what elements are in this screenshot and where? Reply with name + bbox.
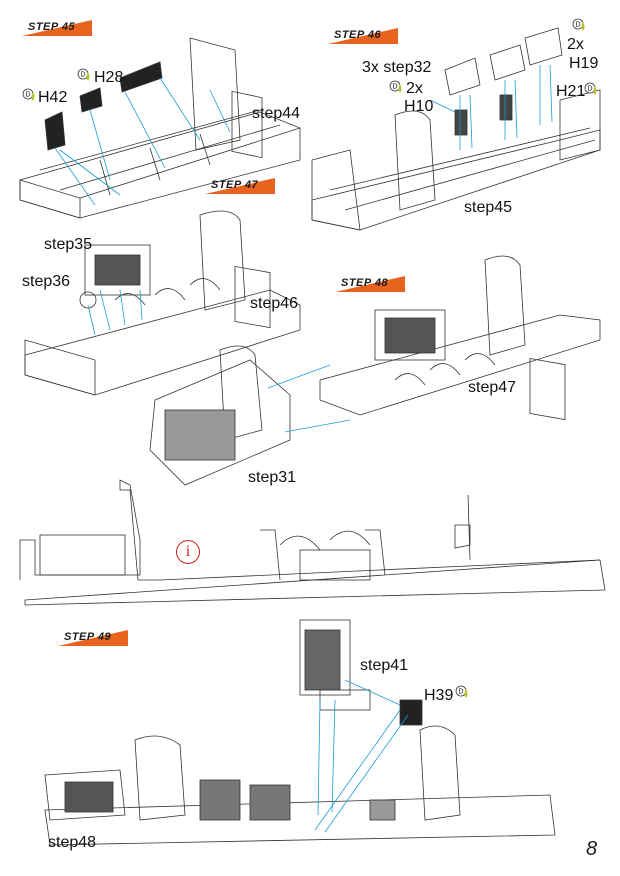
step-46-badge-text: STEP 46 [334,29,382,41]
step-ref-step47: step47 [468,379,517,396]
step-ref-step35: step35 [44,236,93,253]
step-ref-step36: step36 [22,273,71,290]
step46-guides [429,64,553,150]
side-view-assembly [19,479,606,606]
step46-fuselage [311,27,601,231]
svg-text:D: D [458,689,463,696]
step-ref-step41: step41 [360,657,409,674]
page-number: 8 [586,838,598,860]
step-48-badge: STEP 48 [335,276,405,292]
qty-h19: 2x [567,36,584,53]
paint-drop-icon: D [389,80,402,93]
qty-step32: 3x step32 [362,59,432,76]
step45-guides [54,77,231,206]
step47-fuselage [24,210,301,396]
svg-text:D: D [25,92,30,99]
svg-text:D: D [392,84,397,91]
step-ref-step45: step45 [464,199,513,216]
step49-fuselage [44,619,556,846]
step-45-badge-text: STEP 45 [28,21,76,33]
svg-text:D: D [80,72,85,79]
step45-fuselage [19,37,301,219]
paint-drop-icon: D [22,88,35,101]
step-ref-step44: step44 [252,105,301,122]
step-47-badge-text: STEP 47 [211,179,259,191]
svg-text:D: D [587,86,592,93]
step-ref-step48: step48 [48,834,97,851]
part-label-h39: H39 [424,687,454,704]
step-49-badge-text: STEP 49 [64,631,112,643]
step49-guides [314,679,409,833]
svg-text:D: D [575,22,580,29]
paint-drop-icon: D [455,685,468,698]
paint-drop-icon: D [572,18,585,31]
part-label-h28: H28 [94,69,124,86]
step-45-badge: STEP 45 [22,20,92,36]
step-ref-step46: step46 [250,295,299,312]
step48-fuselage [149,255,601,486]
info-icon: i [176,540,200,564]
step-48-badge-text: STEP 48 [341,277,389,289]
paint-drop-icon: D [77,68,90,81]
part-label-h19: H19 [569,55,599,72]
part-label-h10: H10 [404,98,434,115]
part-label-h21: H21 [556,83,586,100]
part-label-h42: H42 [38,89,68,106]
step-47-badge: STEP 47 [205,178,275,194]
qty-h10: 2x [406,80,423,97]
step-46-badge: STEP 46 [328,28,398,44]
step-49-badge: STEP 49 [58,630,128,646]
step-ref-step31: step31 [248,469,297,486]
step48-guides [267,364,351,433]
paint-drop-icon: D [584,82,597,95]
step47-guides [87,289,143,336]
